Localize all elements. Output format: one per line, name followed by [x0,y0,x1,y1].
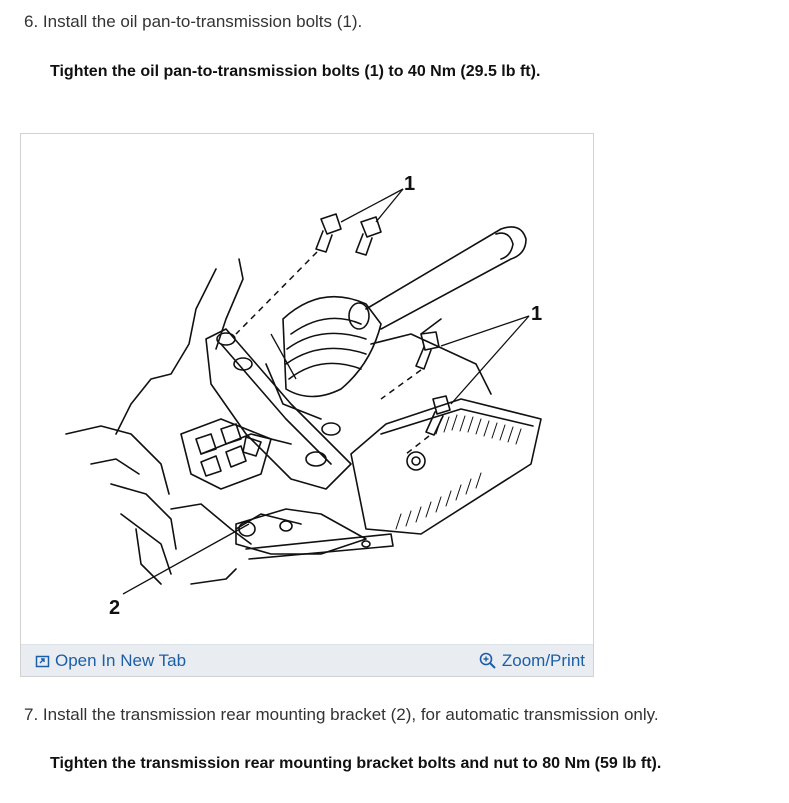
zoom-in-icon [479,652,496,669]
step-7-torque-spec: Tighten the transmission rear mounting b… [50,755,662,772]
callout-2-bracket: 2 [109,597,120,619]
open-in-new-tab-label: Open In New Tab [55,651,187,670]
step-7-instruction: 7. Install the transmission rear mountin… [24,705,659,724]
open-in-new-tab-link[interactable]: Open In New Tab [35,651,186,671]
open-in-new-tab-icon [35,655,50,667]
callout-1-right: 1 [531,303,542,325]
zoom-print-label: Zoom/Print [501,651,585,670]
figure-toolbar: Open In New Tab Zoom/Print [21,644,593,676]
step-6-torque-spec: Tighten the oil pan-to-transmission bolt… [50,63,541,80]
transmission-illustration: 1 1 2 [65,173,542,619]
step-6-instruction: 6. Install the oil pan-to-transmission b… [24,12,363,31]
callout-1-top: 1 [404,173,415,195]
zoom-print-link[interactable]: Zoom/Print [479,651,585,671]
illustration-figure: 1 1 2 Open In New Tab Zoom/Print [20,133,594,677]
